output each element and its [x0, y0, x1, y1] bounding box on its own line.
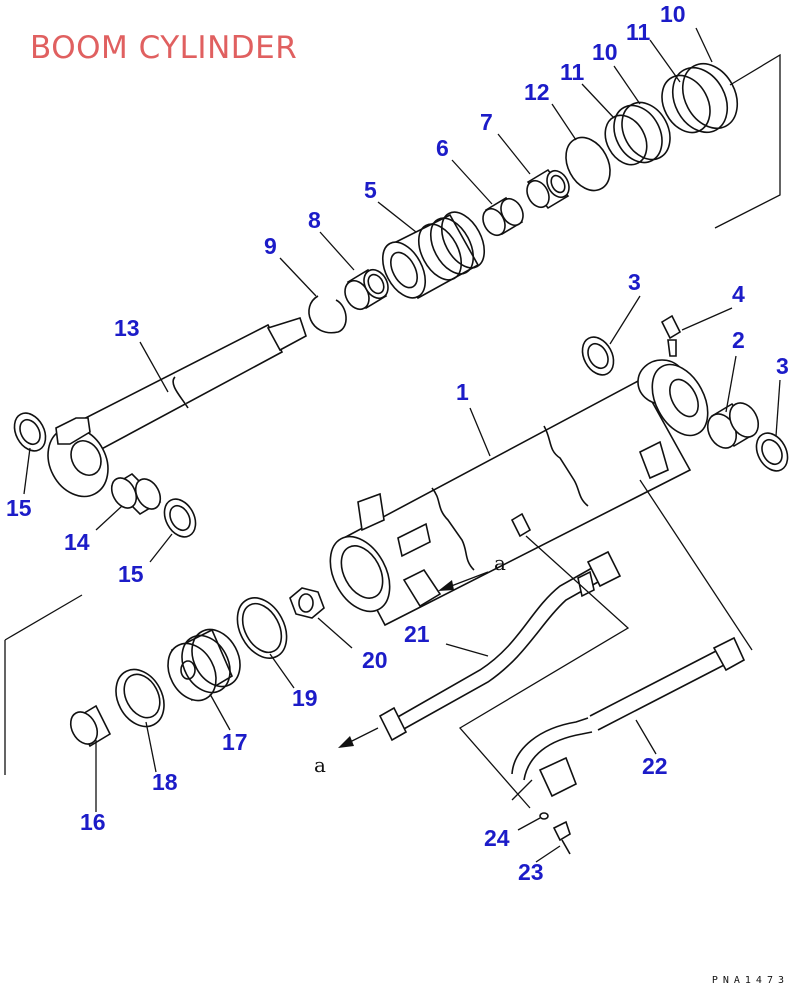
callout-10: 10 [660, 1, 686, 27]
port-arrow-upper: a [438, 551, 506, 591]
callout-2: 2 [732, 327, 745, 353]
ring-10-outer [671, 62, 739, 134]
callout-22: 22 [642, 753, 668, 779]
bushing-7 [526, 168, 570, 210]
hose-22 [511, 636, 746, 798]
callout-7: 7 [480, 109, 493, 135]
callout-4: 4 [732, 281, 745, 307]
ring-19 [236, 597, 288, 659]
ring-18 [115, 668, 165, 728]
bushing-15-lower [163, 498, 197, 538]
nut-16 [69, 704, 112, 748]
callout-15: 15 [118, 561, 144, 587]
callout-11: 11 [560, 59, 585, 85]
port-ref-upper: a [494, 551, 506, 575]
piston-17 [167, 628, 241, 702]
bushing-2 [706, 402, 760, 449]
cylinder-head-5 [381, 211, 486, 300]
callout-15: 15 [6, 495, 32, 521]
routing-lines [458, 479, 753, 809]
callout-21: 21 [404, 621, 430, 647]
ring-11-outer [661, 74, 711, 134]
callout-19: 19 [292, 685, 318, 711]
callout-8: 8 [308, 207, 321, 233]
callout-5: 5 [364, 177, 377, 203]
bolt-23 [552, 820, 571, 855]
callout-3: 3 [776, 353, 789, 379]
callout-6: 6 [436, 135, 449, 161]
callout-1: 1 [456, 379, 469, 405]
callout-16: 16 [80, 809, 106, 835]
bushing-15-upper [13, 412, 47, 452]
leader-lines [23, 27, 781, 863]
washer-24 [539, 812, 549, 820]
nut-20 [289, 587, 325, 619]
bushing-3-right [755, 432, 789, 472]
callout-23: 23 [518, 859, 544, 885]
callout-18: 18 [152, 769, 178, 795]
grease-fitting-4 [660, 314, 682, 357]
callout-20: 20 [362, 647, 388, 673]
callout-labels: 10 11 10 11 12 7 6 5 8 9 13 3 4 2 3 1 15… [6, 1, 789, 885]
callout-3: 3 [628, 269, 641, 295]
port-arrow-lower: a [314, 727, 379, 777]
pipe-21 [378, 550, 622, 742]
bushing-6 [482, 196, 524, 237]
callout-14: 14 [64, 529, 90, 555]
callout-12: 12 [524, 79, 550, 105]
bushing-3-upper [581, 336, 615, 376]
diagram-title: BOOM CYLINDER [30, 30, 298, 66]
cylinder-tube-1 [329, 359, 709, 627]
port-ref-lower: a [314, 753, 326, 777]
callout-9: 9 [264, 233, 277, 259]
ring-10-inner [613, 101, 671, 164]
snap-ring-9 [308, 295, 347, 334]
callout-24: 24 [484, 825, 510, 851]
bushing-8 [344, 268, 389, 311]
callout-17: 17 [222, 729, 248, 755]
frame-lines [4, 53, 781, 775]
drawing-code: PNA1473 [711, 975, 789, 986]
piston-rod-13 [47, 317, 307, 498]
bushing-14 [110, 472, 162, 516]
callout-11: 11 [626, 19, 651, 45]
callout-13: 13 [114, 315, 140, 341]
callout-10: 10 [592, 39, 618, 65]
